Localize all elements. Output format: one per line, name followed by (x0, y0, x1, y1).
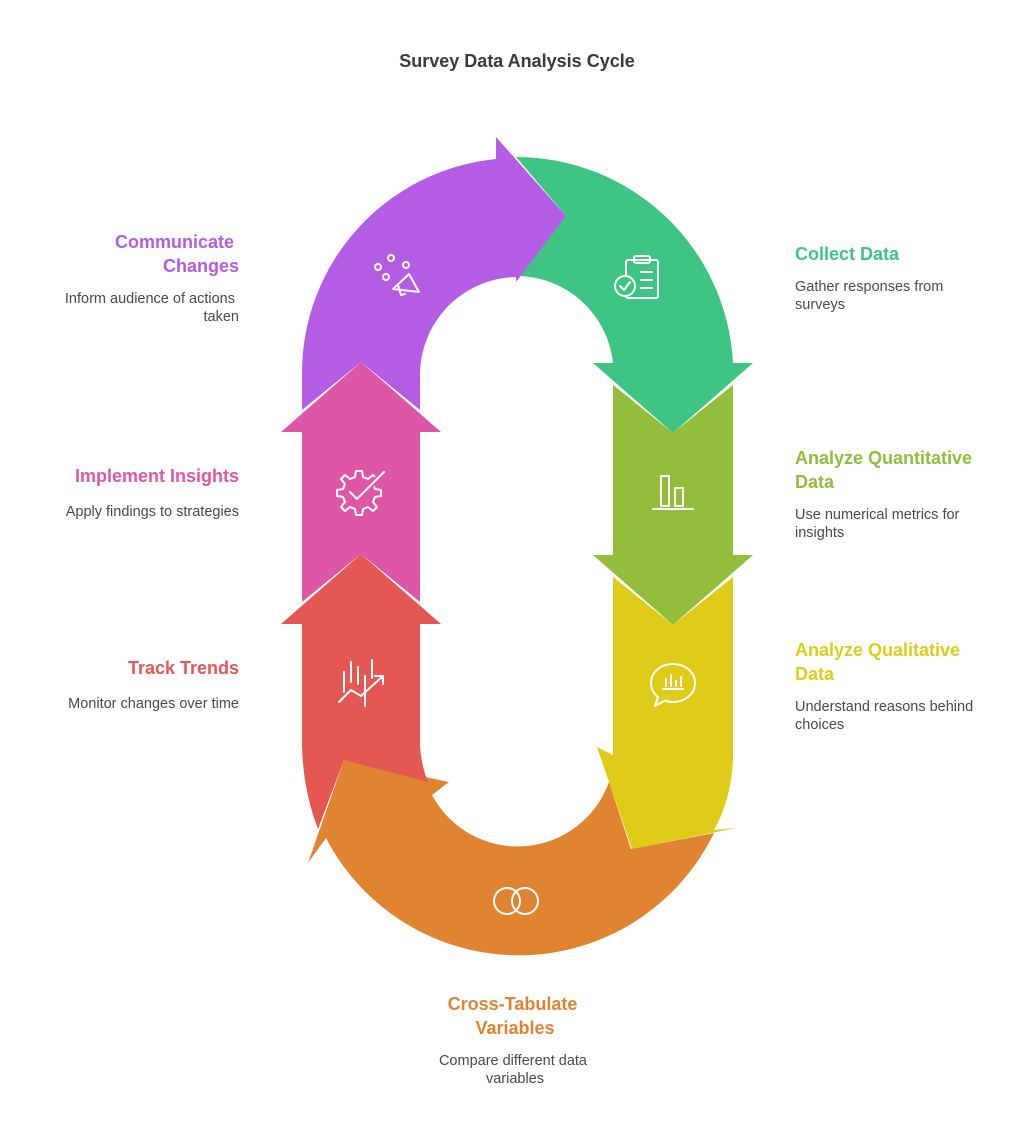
step-description: Use numerical metrics for insights (795, 507, 963, 541)
clipboard-check-icon (614, 255, 659, 299)
step-title: Implement Insights (75, 466, 239, 486)
step-implement-insights: Implement Insights Apply findings to str… (66, 466, 239, 520)
segment-cross-tabulate (308, 760, 714, 956)
step-title: Cross-Tabulate Variables (448, 994, 583, 1038)
step-description: Inform audience of actions taken (65, 291, 239, 325)
diagram-title: Survey Data Analysis Cycle (399, 51, 634, 71)
step-track-trends: Track Trends Monitor changes over time (68, 658, 239, 712)
segment-communicate-changes (302, 137, 566, 410)
segment-collect-data (516, 156, 753, 433)
step-description: Understand reasons behind choices (795, 699, 977, 733)
gear-check-icon (336, 469, 387, 516)
segment-implement-insights (281, 362, 441, 602)
step-title: Track Trends (128, 658, 239, 678)
step-analyze-quantitative: Analyze Quantitative Data Use numerical … (795, 448, 977, 541)
trend-chart-icon (338, 659, 384, 707)
segment-analyze-qualitative (597, 577, 736, 849)
step-cross-tabulate: Cross-Tabulate Variables Compare differe… (439, 994, 591, 1087)
step-title: Analyze Qualitative Data (795, 640, 965, 684)
venn-circles-icon (493, 887, 539, 915)
step-description: Gather responses from surveys (795, 279, 947, 313)
step-description: Monitor changes over time (68, 696, 239, 712)
step-title: Analyze Quantitative Data (795, 448, 977, 492)
segment-analyze-quantitative (593, 385, 753, 625)
step-title: Communicate Changes (115, 232, 239, 276)
bar-chart-icon (652, 475, 694, 510)
step-collect-data: Collect Data Gather responses from surve… (795, 244, 947, 313)
step-communicate-changes: Communicate Changes Inform audience of a… (65, 232, 239, 325)
step-description: Apply findings to strategies (66, 504, 239, 520)
step-analyze-qualitative: Analyze Qualitative Data Understand reas… (795, 640, 977, 733)
step-title: Collect Data (795, 244, 900, 264)
chat-chart-icon (650, 663, 696, 707)
megaphone-icon (374, 254, 420, 296)
step-description: Compare different data variables (439, 1053, 591, 1087)
segment-track-trends (281, 554, 441, 829)
